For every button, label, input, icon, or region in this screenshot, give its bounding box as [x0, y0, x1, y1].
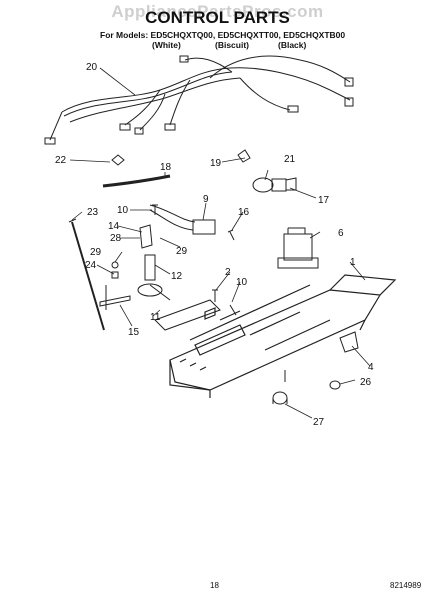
callout-9: 9 — [203, 194, 209, 205]
model-list: For Models: ED5CHQXTQ00, ED5CHQXTT00, ED… — [100, 30, 346, 40]
callout-28: 28 — [110, 233, 122, 244]
callout-15: 15 — [128, 327, 140, 338]
callout-26: 26 — [360, 377, 372, 388]
callout-19: 19 — [210, 158, 222, 169]
wire-harness — [44, 55, 354, 145]
callout-10a: 10 — [117, 205, 129, 216]
callout-12: 12 — [171, 271, 183, 282]
knob-26 — [329, 380, 341, 390]
clip-4 — [339, 331, 359, 353]
cable-18 — [102, 174, 171, 188]
watermark: AppliancePartsPros.com — [111, 2, 324, 21]
callout-18: 18 — [160, 162, 172, 173]
callout-20: 20 — [86, 62, 98, 73]
color-black: (Black) — [278, 40, 307, 50]
bulb-assembly — [237, 149, 297, 193]
rod-23 — [71, 221, 105, 331]
clip-22 — [111, 154, 125, 166]
transformer-6 — [277, 227, 319, 269]
callout-14: 14 — [108, 221, 120, 232]
bracket-15 — [99, 295, 131, 307]
callout-22: 22 — [55, 155, 67, 166]
control-plate-11 — [154, 299, 221, 331]
callout-6: 6 — [338, 228, 344, 239]
screw-10a — [152, 204, 158, 215]
screw-2 — [212, 289, 218, 302]
bracket-14 — [139, 224, 153, 249]
page-number: 18 — [210, 581, 219, 590]
rotary-switch-12 — [137, 254, 171, 301]
callout-23: 23 — [87, 207, 99, 218]
callout-24: 24 — [85, 260, 97, 271]
callout-16: 16 — [238, 207, 250, 218]
callout-10b: 10 — [236, 277, 248, 288]
screw-10b — [229, 304, 237, 316]
leader-lines — [69, 67, 371, 419]
switch-9 — [149, 204, 216, 235]
color-biscuit: (Biscuit) — [215, 40, 249, 50]
callout-27: 27 — [313, 417, 325, 428]
screw-16 — [227, 229, 235, 241]
callout-11: 11 — [150, 312, 161, 323]
page-title: CONTROL PARTS — [145, 8, 290, 27]
callout-1: 1 — [350, 257, 356, 268]
callout-2: 2 — [225, 267, 231, 278]
control-housing-1 — [169, 274, 397, 398]
callout-4: 4 — [368, 362, 374, 373]
knob-27 — [272, 391, 288, 405]
callout-17: 17 — [318, 195, 330, 206]
callout-29b: 29 — [176, 246, 188, 257]
callout-21: 21 — [284, 154, 296, 165]
callout-29a: 29 — [90, 247, 102, 258]
nut-24 — [111, 271, 119, 279]
color-white: (White) — [152, 40, 181, 50]
document-number: 8214989 — [390, 581, 422, 590]
